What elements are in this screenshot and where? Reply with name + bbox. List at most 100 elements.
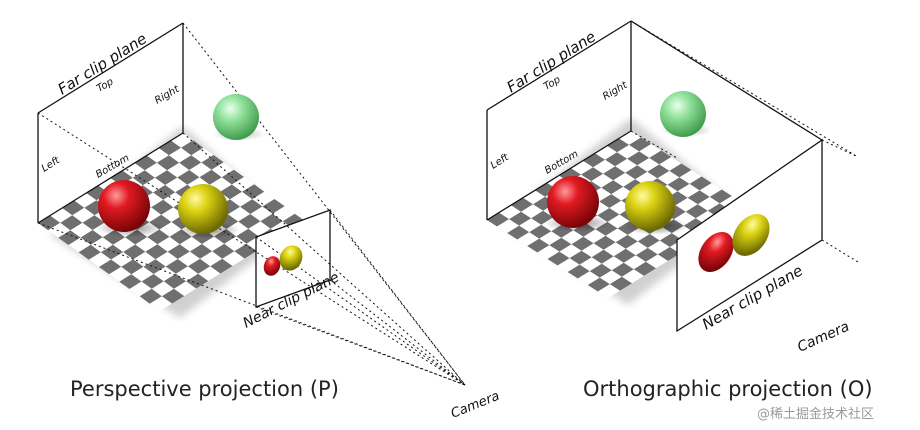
checker-tile xyxy=(48,222,71,238)
checker-tile xyxy=(123,244,146,260)
checker-tile xyxy=(88,252,112,267)
checker-tile xyxy=(599,270,622,285)
checker-tile xyxy=(163,273,187,289)
checker-tile xyxy=(623,179,646,194)
checker-tile xyxy=(667,177,690,192)
checker-tile xyxy=(559,244,582,259)
checker-tile xyxy=(607,214,630,229)
checker-tile xyxy=(228,206,251,222)
top-label: Top xyxy=(542,74,563,92)
checker-tile xyxy=(621,269,644,284)
checker-tile xyxy=(615,158,638,173)
checker-tile xyxy=(613,172,636,187)
checker-tile xyxy=(647,164,670,179)
checker-tile xyxy=(86,185,109,201)
checker-tile xyxy=(695,210,718,225)
checker-tile xyxy=(212,243,235,259)
checker-tile xyxy=(149,296,173,311)
checker-tile xyxy=(601,256,624,271)
checker-tile xyxy=(519,218,542,233)
red-sphere xyxy=(547,176,599,228)
checker-tile xyxy=(167,162,190,178)
checker-tile xyxy=(549,237,572,252)
checker-tile xyxy=(517,232,540,246)
green-sphere xyxy=(213,94,259,140)
checker-tile xyxy=(531,210,554,225)
checker-tile xyxy=(615,234,638,249)
checker-tile xyxy=(539,231,562,246)
checker-tile xyxy=(222,251,245,266)
checker-tile xyxy=(637,157,660,172)
checker-tile xyxy=(685,204,708,219)
checker-tile xyxy=(583,153,606,168)
checker-tile xyxy=(165,259,188,274)
checker-tile xyxy=(581,167,604,182)
checker-tile xyxy=(601,180,624,195)
near-plane-red-image xyxy=(698,232,734,272)
checker-tile xyxy=(234,243,257,259)
checker-tile xyxy=(605,228,628,243)
perspective-caption: Perspective projection (P) xyxy=(70,377,339,401)
checker-tile xyxy=(199,169,222,185)
checker-tile xyxy=(174,281,197,296)
checker-tile xyxy=(90,237,113,253)
checker-tile xyxy=(134,155,157,171)
checker-tile xyxy=(629,137,652,152)
far-clip-plane-frame xyxy=(37,22,184,224)
checker-tile xyxy=(523,190,546,205)
checker-tile xyxy=(599,194,622,208)
checker-tile xyxy=(159,222,182,237)
checker-tile xyxy=(70,222,93,238)
checker-tile xyxy=(527,238,550,253)
checker-tile xyxy=(593,159,616,174)
checker-tile xyxy=(74,193,97,208)
checker-tile xyxy=(611,186,634,201)
checker-tile xyxy=(147,229,170,245)
checker-tile xyxy=(219,184,243,200)
checker-tile xyxy=(583,229,606,244)
perspective-diagram: Far clip plane Top Right Left Bottom Nea… xyxy=(37,22,502,422)
checker-tile xyxy=(647,240,670,255)
near-plane-red-image xyxy=(263,256,281,276)
checker-tile xyxy=(177,251,201,267)
checker-tile xyxy=(635,171,658,186)
checker-tile xyxy=(131,266,154,282)
checker-tile xyxy=(679,170,702,184)
checker-tile xyxy=(627,151,650,166)
checker-tile xyxy=(111,252,134,267)
checker-tile xyxy=(625,241,648,256)
checker-tile xyxy=(557,258,580,272)
checker-tile xyxy=(561,230,584,245)
checker-tile xyxy=(129,281,152,297)
checker-tile xyxy=(161,207,184,222)
checker-tile xyxy=(625,165,648,180)
checker-tile xyxy=(109,266,132,282)
checker-tile xyxy=(591,249,614,264)
right-label: Right xyxy=(601,79,630,102)
checker-tile xyxy=(189,244,213,259)
checker-tile xyxy=(113,237,136,252)
checker-tile xyxy=(509,211,532,226)
checker-tile xyxy=(155,170,178,185)
checker-tile xyxy=(211,162,234,178)
checker-tile xyxy=(132,170,155,186)
checker-tile xyxy=(597,284,620,298)
checker-tile xyxy=(175,266,199,282)
checker-tile xyxy=(659,233,682,247)
checker-tile xyxy=(238,214,261,229)
checker-tile xyxy=(657,247,680,261)
checker-tile xyxy=(569,250,592,265)
checker-tile xyxy=(677,183,700,198)
checker-tile xyxy=(60,215,83,231)
checker-tile xyxy=(637,234,660,248)
checker-tile xyxy=(587,277,610,292)
checker-tile xyxy=(139,288,162,304)
checker-tile xyxy=(521,204,544,219)
checker-tile xyxy=(689,176,712,191)
orthographic-diagram: Far clip plane Top Right Left Bottom Nea… xyxy=(486,20,873,401)
checker-tile xyxy=(78,244,101,260)
checker-tile xyxy=(671,225,694,240)
checker-tile xyxy=(589,263,612,278)
